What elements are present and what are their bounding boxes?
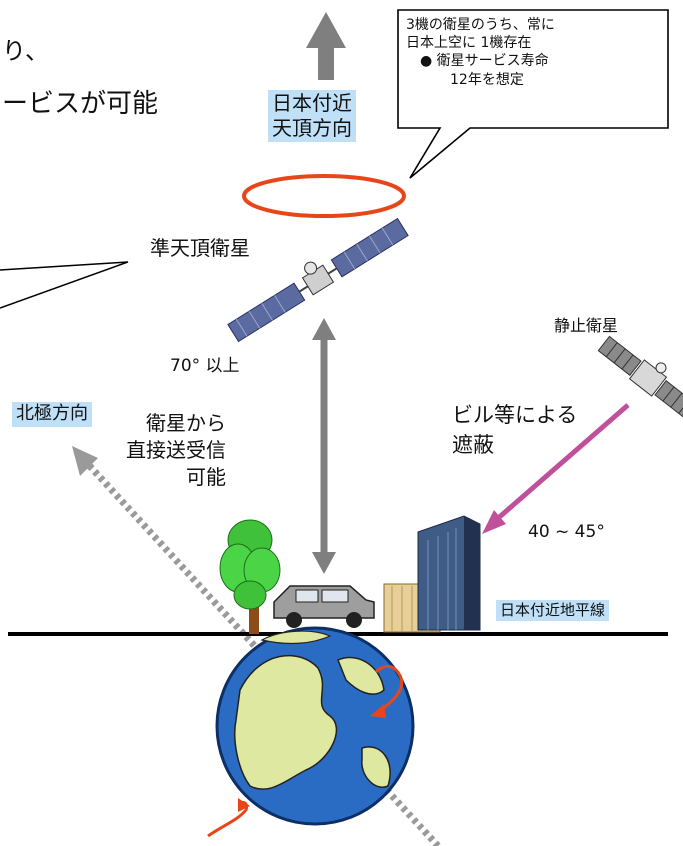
blocked-label: ビル等による 遮蔽: [452, 403, 578, 458]
geo-signal-arrow: [482, 403, 630, 534]
elevation-qzs-label: 70° 以上: [170, 356, 240, 376]
orbit-ring-icon: [242, 174, 406, 218]
building-icon: [417, 515, 481, 631]
geo-label: 静止衛星: [554, 316, 619, 335]
direct-reception-label: 衛星から 直接送受信 可能: [126, 411, 226, 489]
horizon-label: 日本付近地平線: [496, 600, 610, 621]
earth-icon: [215, 626, 415, 826]
callout-line-1: 3機の衛星のうち、常に: [406, 17, 555, 33]
bullet-icon: ●: [420, 53, 433, 70]
double-arrow-vertical: [312, 318, 336, 574]
rotation-arrow-top: [370, 664, 404, 718]
north-axis: [72, 446, 441, 846]
callout-line-2: 日本上空に 1機存在: [406, 35, 532, 52]
left-callout-pointer: [0, 261, 129, 309]
tree-icon: [219, 519, 281, 634]
north-label: 北極方向: [12, 402, 92, 427]
satellite-icon: [227, 217, 409, 343]
callout-bubble: [397, 9, 669, 179]
intro-line-1: り、: [2, 37, 50, 65]
car-icon: [273, 585, 375, 628]
zenith-label: 日本付近 天頂方向: [268, 90, 356, 142]
callout-text: 3機の衛星のうち、常に 日本上空に 1機存在 ● 衛星サービス寿命 12年を想定: [406, 16, 555, 89]
rotation-arrow-bottom: [207, 798, 250, 838]
intro-line-2: ービスが可能: [2, 89, 159, 119]
qzs-label: 準天頂衛星: [150, 236, 250, 260]
elevation-geo-label: 40 ~ 45°: [528, 522, 605, 542]
up-arrow-icon: [306, 12, 346, 80]
callout-line-4: 12年を想定: [450, 71, 524, 88]
geo-satellite-icon: [597, 335, 683, 421]
callout-line-3: 衛星サービス寿命: [436, 53, 549, 70]
